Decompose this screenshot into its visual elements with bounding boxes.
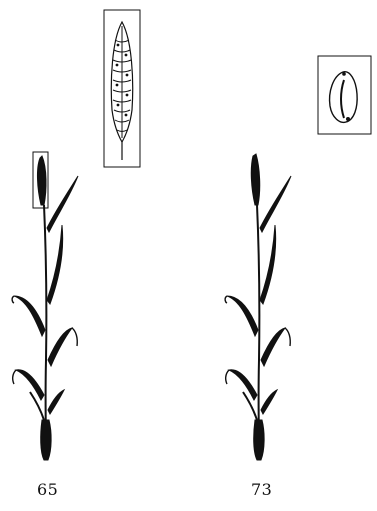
base bbox=[41, 420, 51, 460]
left-leaf-2 bbox=[16, 370, 44, 400]
plant-stage-73 bbox=[225, 154, 291, 460]
base bbox=[254, 420, 264, 460]
right-leaf-1 bbox=[261, 328, 285, 366]
spike bbox=[37, 156, 46, 205]
inset-wheat-kernel bbox=[318, 56, 371, 134]
flag-leaf bbox=[47, 176, 78, 232]
left-leaf-1-tip bbox=[225, 296, 227, 303]
plant-stage-65 bbox=[12, 152, 78, 460]
spike bbox=[251, 154, 259, 205]
left-leaf-2-tip bbox=[13, 370, 16, 384]
right-leaf-1 bbox=[48, 328, 72, 366]
upper-leaf bbox=[260, 225, 276, 304]
right-leaf-1-tip bbox=[285, 328, 290, 346]
left-leaf-2-tip bbox=[226, 370, 229, 384]
left-leaf-1 bbox=[14, 296, 45, 336]
right-leaf-2 bbox=[48, 390, 64, 414]
left-leaf-1 bbox=[227, 296, 258, 336]
right-leaf-2 bbox=[261, 390, 277, 414]
upper-leaf bbox=[47, 225, 63, 304]
left-leaf-2 bbox=[229, 370, 257, 400]
left-leaf-1-tip bbox=[12, 296, 14, 303]
right-leaf-1-tip bbox=[72, 328, 77, 346]
flag-leaf bbox=[260, 176, 291, 232]
stage-label-73: 73 bbox=[251, 480, 272, 499]
stage-label-65: 65 bbox=[37, 480, 58, 499]
inset-wheat-spike bbox=[104, 10, 140, 167]
